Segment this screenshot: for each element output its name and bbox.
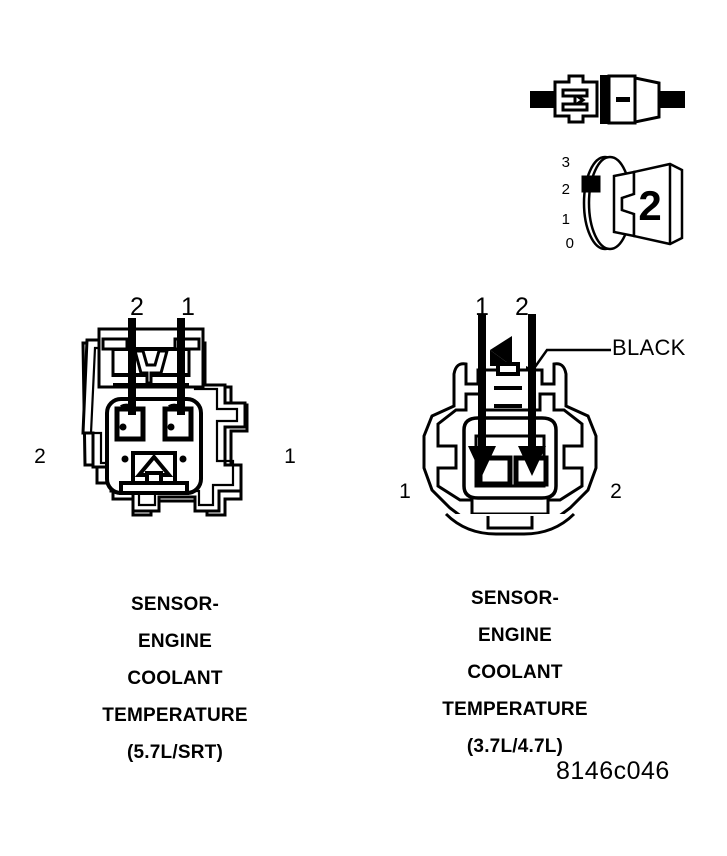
caption-line: (3.7L/4.7L): [466, 736, 564, 757]
gauge-size-numeral: 2: [638, 182, 661, 229]
black-wire-callout-label: BLACK: [612, 335, 686, 360]
right-connector-pin-label-1: 1: [475, 293, 489, 321]
right-connector-side-label-2: 2: [610, 480, 622, 503]
caption-line: SENSOR-: [471, 588, 559, 609]
left-connector-wire-leads: [55, 318, 285, 328]
scale-tick-3: 3: [561, 154, 570, 171]
right-connector-side-label-1: 1: [399, 480, 411, 503]
left-connector-side-label-1: 1: [284, 445, 296, 468]
caption-line: ENGINE: [137, 631, 213, 652]
right-connector-pin-label-2: 2: [515, 293, 529, 321]
left-connector-pin-label-1: 1: [181, 293, 195, 321]
left-connector-caption: SENSOR- ENGINE COOLANT TEMPERATURE (5.7L…: [30, 586, 320, 771]
connector-assembly-illustration: [525, 60, 705, 150]
right-connector-drawing: [410, 314, 610, 558]
caption-line: ENGINE: [477, 625, 553, 646]
caption-line: COOLANT: [127, 668, 223, 689]
left-connector-side-label-2: 2: [34, 445, 46, 468]
connector-size-gauge-illustration: 2: [572, 148, 692, 258]
scale-tick-2: 2: [561, 181, 570, 198]
right-connector-caption: SENSOR- ENGINE COOLANT TEMPERATURE (3.7L…: [370, 580, 660, 765]
left-connector-drawing: [55, 315, 285, 560]
left-connector-pin-label-2: 2: [130, 293, 144, 321]
caption-line: TEMPERATURE: [102, 705, 248, 726]
scale-tick-1: 1: [561, 211, 570, 228]
scale-tick-0: 0: [565, 235, 574, 252]
figure-id-label: 8146c046: [556, 757, 670, 785]
caption-line: COOLANT: [467, 662, 563, 683]
caption-line: (5.7L/SRT): [127, 742, 223, 763]
caption-line: TEMPERATURE: [442, 699, 588, 720]
caption-line: SENSOR-: [131, 594, 219, 615]
